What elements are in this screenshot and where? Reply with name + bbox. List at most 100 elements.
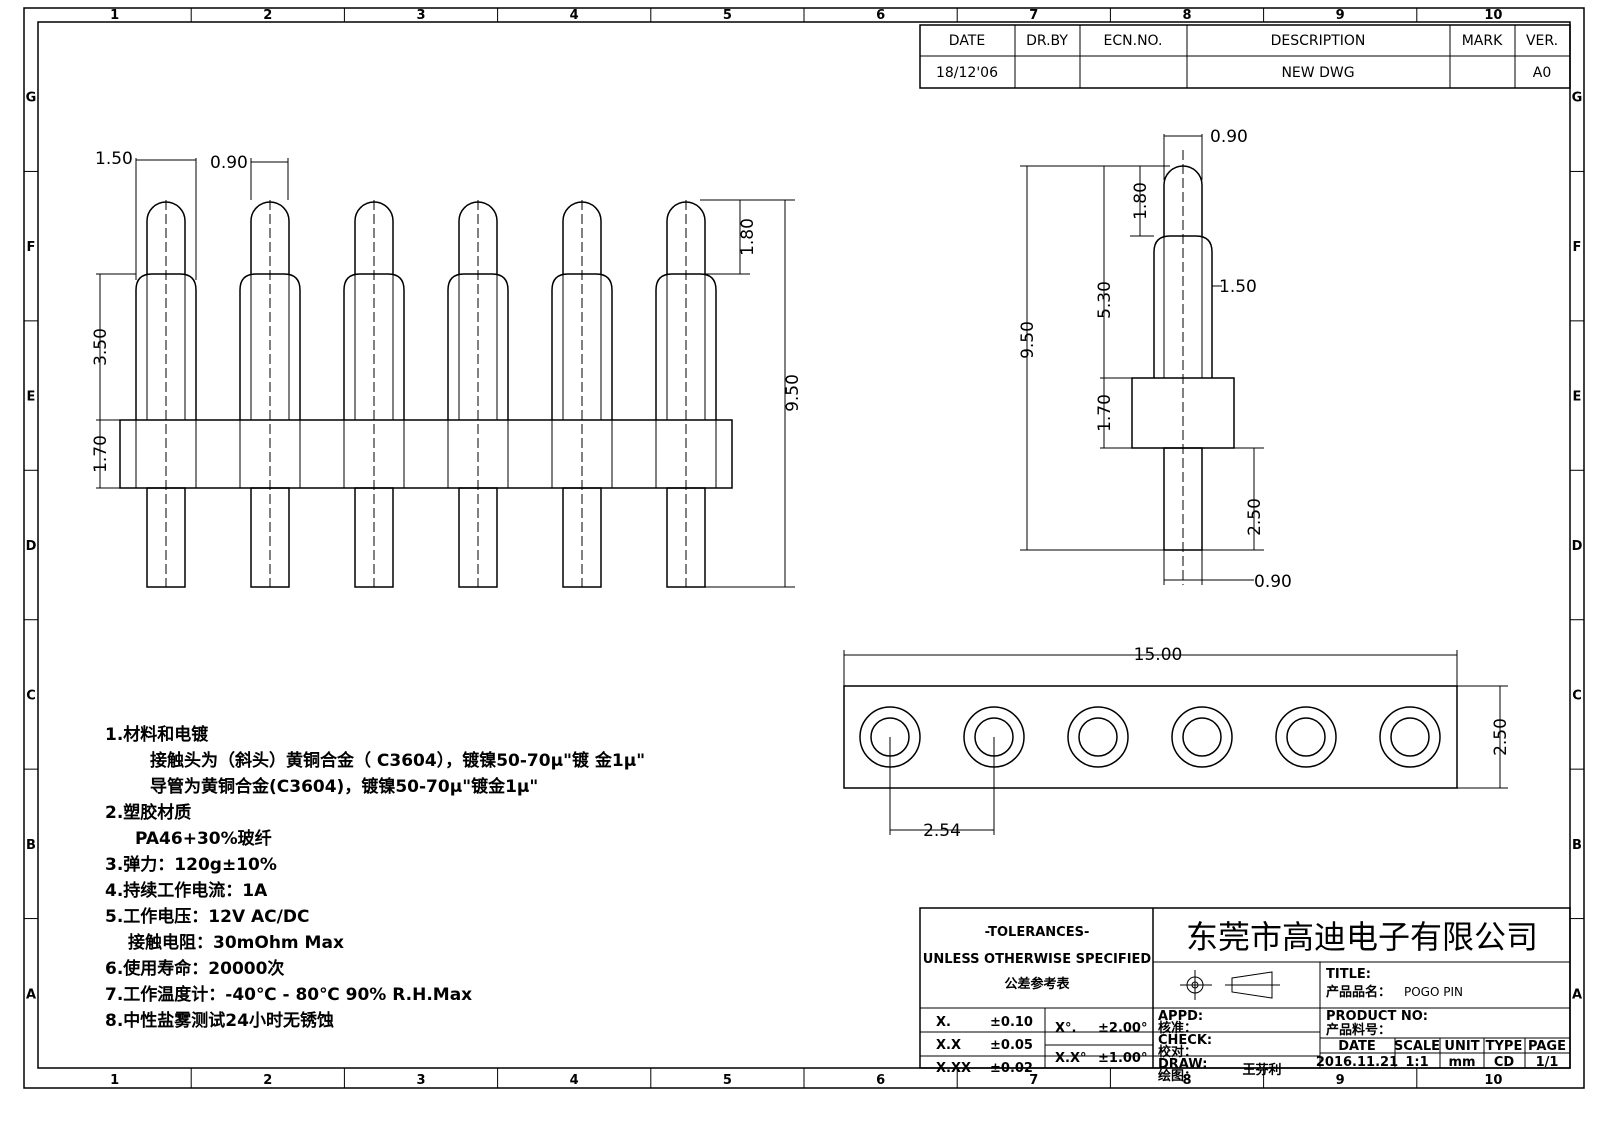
- rev-header-date: DATE: [949, 33, 985, 49]
- note-3: 3.弹力：120g±10%: [105, 854, 277, 875]
- zone-row-D-left: D: [26, 539, 37, 554]
- side-view-dimensions: 0.90 9.50 1.80 5.30 1.50 1.70 2.50 0.90: [1018, 127, 1292, 592]
- title-label: TITLE:: [1326, 967, 1371, 982]
- rev-header-ecn: ECN.NO.: [1104, 33, 1163, 49]
- zone-col-3-top: 3: [416, 8, 425, 23]
- angle-value-1: ±2.00°: [1098, 1021, 1147, 1036]
- projection-symbol-icon: [1180, 970, 1280, 1000]
- dim-side-housing-height: 1.70: [1095, 394, 1115, 432]
- appd-cn: 核准：: [1158, 1020, 1197, 1036]
- front-view: [119, 200, 733, 588]
- front-pin: [343, 200, 405, 588]
- info-unit: mm: [1448, 1055, 1475, 1070]
- product-name-label: 产品品名：: [1326, 984, 1391, 1000]
- front-pin: [135, 200, 197, 588]
- note-1a: 接触头为（斜头）黄铜合金（ C3604），镀镍50-70μ"镀 金1μ": [150, 750, 645, 771]
- top-hole: [1171, 706, 1233, 768]
- rev-header-ver: VER.: [1526, 33, 1558, 49]
- front-pin: [655, 200, 717, 588]
- top-housing: [843, 685, 1458, 789]
- appd-label: APPD:: [1158, 1009, 1203, 1024]
- angle-label-2: X.X°: [1055, 1051, 1086, 1066]
- zone-col-7-bottom: 7: [1029, 1073, 1038, 1088]
- dim-front-housing-height: 1.70: [91, 435, 111, 473]
- zone-col-4-bottom: 4: [570, 1073, 579, 1088]
- zone-col-10-bottom: 10: [1484, 1073, 1502, 1088]
- zone-row-C-right: C: [1572, 688, 1582, 703]
- tolerances-cn: 公差参考表: [1004, 976, 1070, 992]
- note-6: 6.使用寿命：20000次: [105, 958, 284, 979]
- dim-top-width: 2.50: [1491, 718, 1511, 756]
- zone-col-2-bottom: 2: [263, 1073, 272, 1088]
- zone-row-E-right: E: [1573, 390, 1582, 405]
- front-view-dimensions: 1.50 0.90 1.80 9.50 3.50 1.70: [91, 149, 803, 588]
- info-header-unit: UNIT: [1444, 1039, 1479, 1054]
- zone-row-E-left: E: [27, 390, 36, 405]
- drawer-name: 王芬利: [1242, 1062, 1281, 1078]
- zone-row-D-right: D: [1572, 539, 1583, 554]
- dim-side-body-width: 1.50: [1219, 277, 1257, 297]
- dim-side-tail-length: 2.50: [1245, 498, 1265, 536]
- info-header-scale: SCALE: [1394, 1039, 1440, 1054]
- product-no-label: PRODUCT NO:: [1326, 1009, 1428, 1024]
- notes: 1.材料和电镀 接触头为（斜头）黄铜合金（ C3604），镀镍50-70μ"镀 …: [105, 724, 645, 1031]
- zone-row-B-right: B: [1572, 838, 1582, 853]
- front-pin: [551, 200, 613, 588]
- tolerances-title: -TOLERANCES-: [985, 925, 1090, 940]
- note-1: 1.材料和电镀: [105, 724, 209, 745]
- product-no-cn: 产品料号：: [1326, 1022, 1391, 1038]
- note-2a: PA46+30%玻纤: [135, 828, 272, 849]
- note-8: 8.中性盐雾测试24小时无锈蚀: [105, 1010, 334, 1031]
- zone-col-4-top: 4: [570, 8, 579, 23]
- zone-row-G-left: G: [26, 91, 37, 106]
- tol-value-3: ±0.02: [990, 1061, 1033, 1076]
- zone-row-G-right: G: [1572, 91, 1583, 106]
- tol-value-1: ±0.10: [990, 1015, 1033, 1030]
- dim-front-tip-length: 1.80: [738, 218, 758, 256]
- product-name: POGO PIN: [1404, 985, 1463, 999]
- dim-top-total-length: 15.00: [1134, 645, 1183, 665]
- zone-col-9-bottom: 9: [1336, 1073, 1345, 1088]
- dim-side-tip-length: 1.80: [1131, 182, 1151, 220]
- rev-ver-value: A0: [1533, 65, 1551, 81]
- zone-col-1-bottom: 1: [110, 1073, 119, 1088]
- rev-header-mark: MARK: [1462, 33, 1503, 49]
- top-view: [843, 685, 1458, 789]
- title-block: -TOLERANCES- UNLESS OTHERWISE SPECIFIED …: [919, 907, 1571, 1084]
- dim-front-body-width: 1.50: [95, 149, 133, 169]
- zone-col-3-bottom: 3: [416, 1073, 425, 1088]
- dim-top-pitch: 2.54: [923, 821, 961, 841]
- dim-side-total-length: 9.50: [1018, 321, 1038, 359]
- zone-row-A-right: A: [1572, 987, 1582, 1002]
- zone-col-1-top: 1: [110, 8, 119, 23]
- angle-label-1: X°.: [1055, 1021, 1076, 1036]
- info-header-date: DATE: [1338, 1039, 1376, 1054]
- zone-col-7-top: 7: [1029, 8, 1038, 23]
- note-4: 4.持续工作电流：1A: [105, 880, 268, 901]
- zone-col-9-top: 9: [1336, 8, 1345, 23]
- zone-col-8-top: 8: [1182, 8, 1191, 23]
- tol-label-2: X.X: [936, 1038, 961, 1053]
- top-hole: [1067, 706, 1129, 768]
- tolerances-sub: UNLESS OTHERWISE SPECIFIED: [923, 952, 1152, 967]
- info-header-type: TYPE: [1486, 1039, 1523, 1054]
- info-type: CD: [1494, 1055, 1515, 1070]
- top-view-dimensions: 15.00 2.50 2.54: [843, 645, 1511, 841]
- tol-label-1: X.: [936, 1015, 951, 1030]
- info-header-page: PAGE: [1528, 1039, 1566, 1054]
- tol-label-3: X.XX: [936, 1061, 971, 1076]
- revision-table: DATE DR.BY ECN.NO. DESCRIPTION MARK VER.…: [919, 24, 1571, 89]
- check-cn: 校对：: [1158, 1044, 1197, 1060]
- info-scale: 1:1: [1405, 1055, 1428, 1070]
- note-5a: 接触电阻：30mOhm Max: [128, 932, 344, 953]
- rev-header-drby: DR.BY: [1026, 33, 1068, 49]
- draw-label: DRAW:: [1158, 1057, 1207, 1072]
- zone-col-8-bottom: 8: [1182, 1073, 1191, 1088]
- zone-col-6-top: 6: [876, 8, 885, 23]
- check-label: CHECK:: [1158, 1033, 1212, 1048]
- top-hole: [1379, 706, 1441, 768]
- draw-cn: 绘图：: [1158, 1068, 1197, 1084]
- zone-row-B-left: B: [26, 838, 36, 853]
